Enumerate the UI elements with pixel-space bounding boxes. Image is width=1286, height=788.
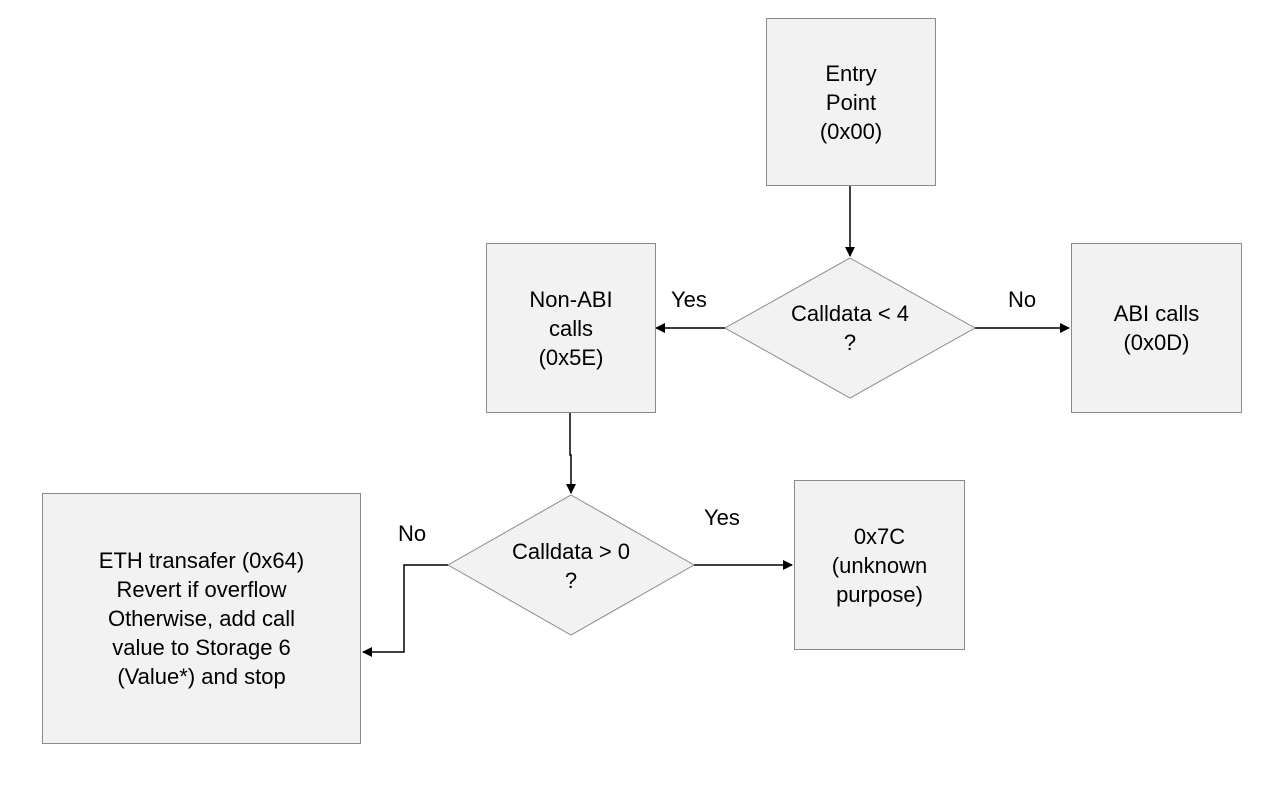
edge-decision2-no [362,564,448,657]
decision2-line: Calldata > 0 [511,539,631,564]
node-entry-point: Entry Point (0x00) [766,18,936,186]
edge-nonabi-to-decision2 [566,413,576,494]
node-entry-line: Point [825,89,877,115]
edge-label-decision1-yes: Yes [671,287,707,312]
node-entry-line: Entry [825,60,877,86]
node-abi-calls: ABI calls (0x0D) [1071,243,1242,413]
node-eth-line: ETH transafer (0x64) [98,548,305,573]
decision-calldata-lt-4-shape [723,257,977,399]
node-non-abi-line: calls [548,315,593,341]
decision1-line: Calldata < 4 [790,301,910,326]
node-eth-line: Otherwise, add call [107,606,296,631]
node-non-abi-calls: Non-ABI calls (0x5E) [486,243,656,413]
node-unknown-line: 0x7C [853,523,906,549]
node-non-abi-line: (0x5E) [538,344,604,370]
node-unknown-line: purpose) [836,581,923,607]
node-unknown-line: (unknown [831,552,928,578]
node-eth-transfer: ETH transafer (0x64) Revert if overflow … [42,493,361,744]
node-eth-line: Revert if overflow [116,577,287,602]
node-abi-line: (0x0D) [1123,330,1190,355]
decision2-line: ? [564,568,578,593]
node-entry-line: (0x00) [819,118,883,144]
node-unknown-purpose: 0x7C (unknown purpose) [794,480,965,650]
node-non-abi-line: Non-ABI [529,286,613,312]
node-abi-line: ABI calls [1113,301,1200,326]
edge-label-decision2-no: No [398,521,427,546]
edge-label-decision2-yes: Yes [704,505,740,530]
decision-calldata-gt-0-shape [446,494,696,636]
node-decision-calldata-lt-4: Calldata < 4 ? [755,295,945,361]
edge-label-decision1-no: No [1008,287,1037,312]
node-eth-line: value to Storage 6 [112,635,291,660]
decision1-line: ? [843,330,857,355]
node-decision-calldata-gt-0: Calldata > 0 ? [476,533,666,599]
node-eth-line: (Value*) and stop [117,664,286,689]
